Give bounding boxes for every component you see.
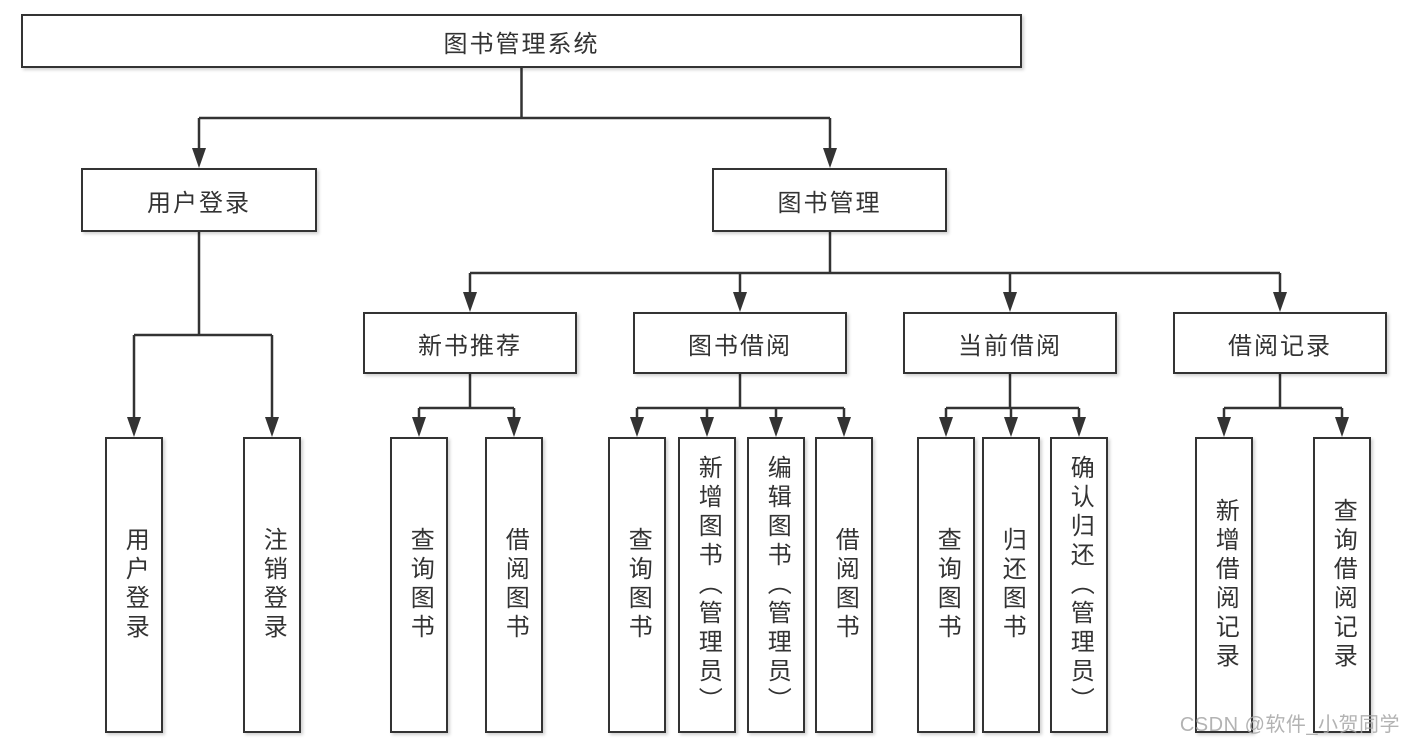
edge-book-borrow-children [635,374,846,421]
leaf-add-borrow-record: 新增借阅记录 [1195,437,1253,733]
node-root-system: 图书管理系统 [21,14,1022,68]
arrowhead-icon [265,417,279,437]
leaf-user-login: 用户登录 [105,437,163,733]
arrowhead-icon [1004,417,1018,437]
edge-current-borrow-children [944,374,1081,421]
csdn-watermark: CSDN @软件_小贺同学 [1179,714,1400,736]
edge-book-mgmt-children [468,232,1282,294]
arrowhead-icon [630,417,644,437]
edge-root-to-level2 [197,68,832,150]
edge-new-books-children [417,374,516,421]
node-borrow-records: 借阅记录 [1173,312,1387,374]
leaf-add-books-admin: 新增图书（管理员） [678,437,736,733]
arrowhead-icon [769,417,783,437]
node-book-management: 图书管理 [712,168,947,232]
arrowhead-icon [463,292,477,312]
arrowhead-icon [939,417,953,437]
leaf-return-books: 归还图书 [982,437,1040,733]
leaf-logout: 注销登录 [243,437,301,733]
arrowhead-icon [192,148,206,168]
leaf-edit-books-admin: 编辑图书（管理员） [747,437,805,733]
leaf-query-borrow-record: 查询借阅记录 [1313,437,1371,733]
edge-borrow-records-children [1222,374,1344,421]
node-new-book-recommend: 新书推荐 [363,312,577,374]
arrowhead-group [127,148,1349,437]
arrowhead-icon [1335,417,1349,437]
arrowhead-icon [127,417,141,437]
edge-user-login-children [132,232,274,419]
node-current-borrow: 当前借阅 [903,312,1117,374]
arrowhead-icon [1217,417,1231,437]
leaf-query-books-recommend: 查询图书 [390,437,448,733]
arrowhead-icon [700,417,714,437]
arrowhead-icon [507,417,521,437]
node-user-login: 用户登录 [81,168,317,232]
arrowhead-icon [823,148,837,168]
node-book-borrow: 图书借阅 [633,312,847,374]
arrowhead-icon [412,417,426,437]
arrowhead-icon [1072,417,1086,437]
leaf-confirm-return-admin: 确认归还（管理员） [1050,437,1108,733]
arrowhead-icon [733,292,747,312]
arrowhead-icon [1003,292,1017,312]
leaf-query-books-borrow: 查询图书 [608,437,666,733]
leaf-query-books-current: 查询图书 [917,437,975,733]
leaf-borrow-books-recommend: 借阅图书 [485,437,543,733]
arrowhead-icon [1273,292,1287,312]
arrowhead-icon [837,417,851,437]
leaf-borrow-books: 借阅图书 [815,437,873,733]
